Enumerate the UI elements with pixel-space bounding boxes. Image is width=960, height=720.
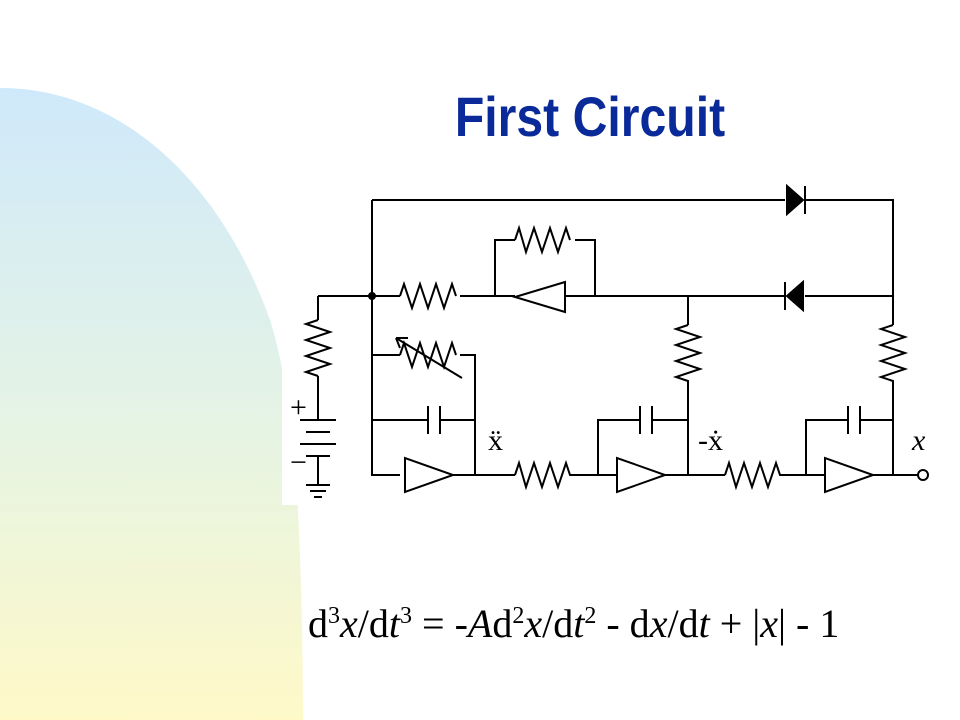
eq-variable: t xyxy=(388,601,401,646)
top-wire xyxy=(372,199,894,296)
eq-part: - d xyxy=(596,601,650,646)
resistor-r1 xyxy=(399,280,457,312)
eq-exponent: 2 xyxy=(512,603,525,629)
battery-plus-label: + xyxy=(290,391,307,424)
eq-variable: x xyxy=(760,601,779,646)
capacitor-3 xyxy=(847,406,861,434)
battery-minus-label: − xyxy=(290,446,307,479)
eq-part: d xyxy=(492,601,513,646)
capacitor-1 xyxy=(427,406,441,434)
eq-part: /d xyxy=(357,601,389,646)
slide-title: First Circuit xyxy=(454,85,726,148)
eq-part: = - xyxy=(412,601,468,646)
eq-part: d xyxy=(308,601,328,646)
eq-variable: A xyxy=(467,601,493,646)
resistor-feedback xyxy=(514,224,571,256)
output-terminal xyxy=(917,469,929,481)
resistor-r3 xyxy=(672,324,704,420)
eq-part: + | xyxy=(709,601,761,646)
eq-part: /d xyxy=(542,601,574,646)
opamp-2 xyxy=(616,456,668,494)
eq-part: /d xyxy=(667,601,699,646)
capacitor-2 xyxy=(639,406,653,434)
eq-variable: t xyxy=(698,601,710,646)
neg-x-dot-label: -ẋ xyxy=(698,424,723,457)
eq-exponent: 3 xyxy=(328,603,340,629)
opamp-3 xyxy=(824,456,876,494)
resistor-r2 xyxy=(514,459,617,491)
diode-top xyxy=(786,183,805,217)
decorative-gradient-shape xyxy=(0,88,303,720)
eq-exponent: 2 xyxy=(584,603,597,629)
variable-resistor xyxy=(399,339,457,371)
resistor-r4 xyxy=(724,459,825,491)
resistor-r5 xyxy=(877,324,909,420)
eq-exponent: 3 xyxy=(400,603,413,629)
x-ddot-label: ẍ xyxy=(488,424,503,457)
diode-middle xyxy=(785,279,804,313)
circuit-panel xyxy=(282,190,940,505)
opamp-1 xyxy=(404,456,456,494)
resistor-source xyxy=(302,319,334,377)
eq-part: | - 1 xyxy=(778,601,840,646)
eq-variable: t xyxy=(573,601,585,646)
x-output-label: x xyxy=(911,424,926,457)
eq-variable: x xyxy=(649,601,668,646)
eq-variable: x xyxy=(524,601,543,646)
differential-equation: d3x/dt3 = -Ad2x/dt2 - dx/dt + |x| - 1 xyxy=(308,600,839,647)
battery xyxy=(300,419,336,457)
eq-variable: x xyxy=(340,601,358,646)
